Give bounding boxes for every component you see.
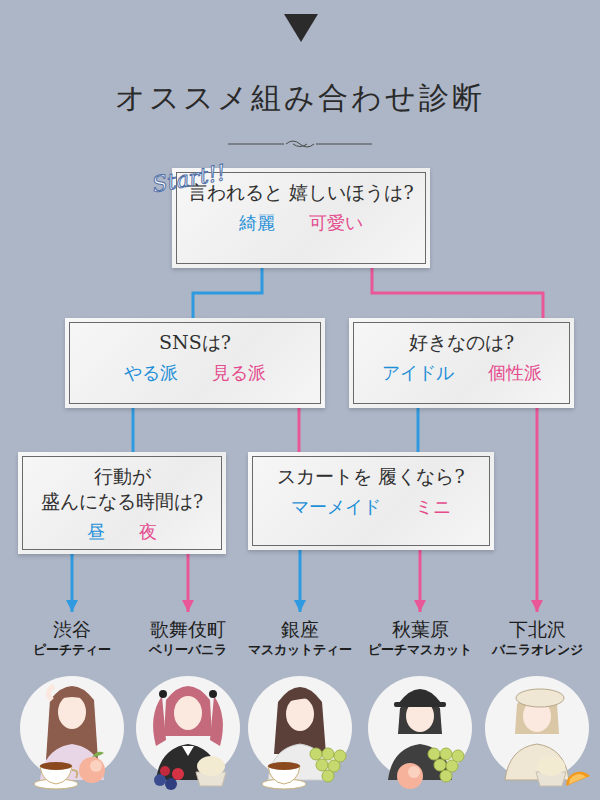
flow-connector — [372, 268, 543, 318]
question-box: SNSは? やる派 見る派 — [65, 318, 325, 408]
flow-connector — [536, 408, 539, 612]
berries — [154, 766, 184, 790]
flavor-name: マスカットティー — [241, 641, 359, 659]
option-row: やる派 見る派 — [75, 361, 315, 385]
question-text: SNSは? — [75, 330, 315, 355]
grapes — [428, 748, 464, 782]
orange — [566, 772, 590, 786]
answer-option: 夜 — [139, 520, 157, 544]
area-name: 歌舞伎町 — [130, 617, 246, 641]
answer-option: 昼 — [87, 520, 105, 544]
question-text: 行動が 盛んになる時間は? — [28, 464, 216, 514]
flow-connector — [419, 550, 422, 612]
area-name: 銀座 — [241, 617, 359, 641]
tea-cup — [262, 762, 306, 789]
tea-cup — [34, 762, 78, 789]
result-node: 歌舞伎町ベリーバニラ — [130, 612, 246, 659]
flavor-name: バニラオレンジ — [480, 641, 594, 659]
flow-connector — [193, 268, 262, 318]
question-text: スカートを 履くなら? — [258, 464, 484, 489]
option-row: 綺麗 可愛い — [182, 211, 420, 235]
flow-connector — [299, 550, 302, 612]
answer-option: 個性派 — [488, 361, 542, 385]
question-box: スカートを 履くなら? マーメイド ミニ — [248, 452, 494, 550]
ornament — [228, 141, 372, 147]
area-name: 渋谷 — [14, 617, 130, 641]
question-box: 行動が 盛んになる時間は?昼夜 — [18, 452, 226, 554]
answer-option: ミニ — [415, 495, 451, 519]
flow-connector — [187, 554, 190, 612]
girl-figure — [505, 689, 569, 780]
result-node: 下北沢バニラオレンジ — [480, 612, 594, 659]
flavor-name: ピーチマスカット — [361, 641, 479, 659]
question-text: 好きなのは? — [359, 330, 564, 355]
vanilla-ice — [536, 756, 566, 786]
answer-option: 見る派 — [212, 361, 266, 385]
option-row: 昼夜 — [28, 520, 216, 544]
answer-option: 可愛い — [309, 211, 363, 235]
question-box: 好きなのは? アイドル 個性派 — [349, 318, 574, 408]
flavor-name: ベリーバニラ — [130, 641, 246, 659]
peach — [397, 763, 423, 789]
option-row: アイドル 個性派 — [359, 361, 564, 385]
answer-option: アイドル — [382, 361, 454, 385]
flow-connector — [298, 408, 301, 452]
flow-connector — [417, 408, 420, 452]
flow-connector — [132, 408, 135, 452]
answer-option: 綺麗 — [239, 211, 275, 235]
option-row: マーメイド ミニ — [258, 495, 484, 519]
grapes — [310, 748, 346, 782]
diagram-title: オススメ組み合わせ診断 — [0, 78, 600, 119]
vanilla-ice — [196, 756, 226, 786]
answer-option: やる派 — [124, 361, 178, 385]
flow-connector — [71, 554, 74, 612]
area-name: 下北沢 — [480, 617, 594, 641]
result-node: 秋葉原ピーチマスカット — [361, 612, 479, 659]
peach — [79, 752, 105, 783]
down-triangle — [284, 14, 318, 42]
girl-figure — [388, 689, 452, 780]
answer-option: マーメイド — [291, 495, 381, 519]
result-node: 銀座マスカットティー — [241, 612, 359, 659]
result-circles — [20, 676, 589, 780]
area-name: 秋葉原 — [361, 617, 479, 641]
result-node: 渋谷ピーチティー — [14, 612, 130, 659]
flavor-name: ピーチティー — [14, 641, 130, 659]
